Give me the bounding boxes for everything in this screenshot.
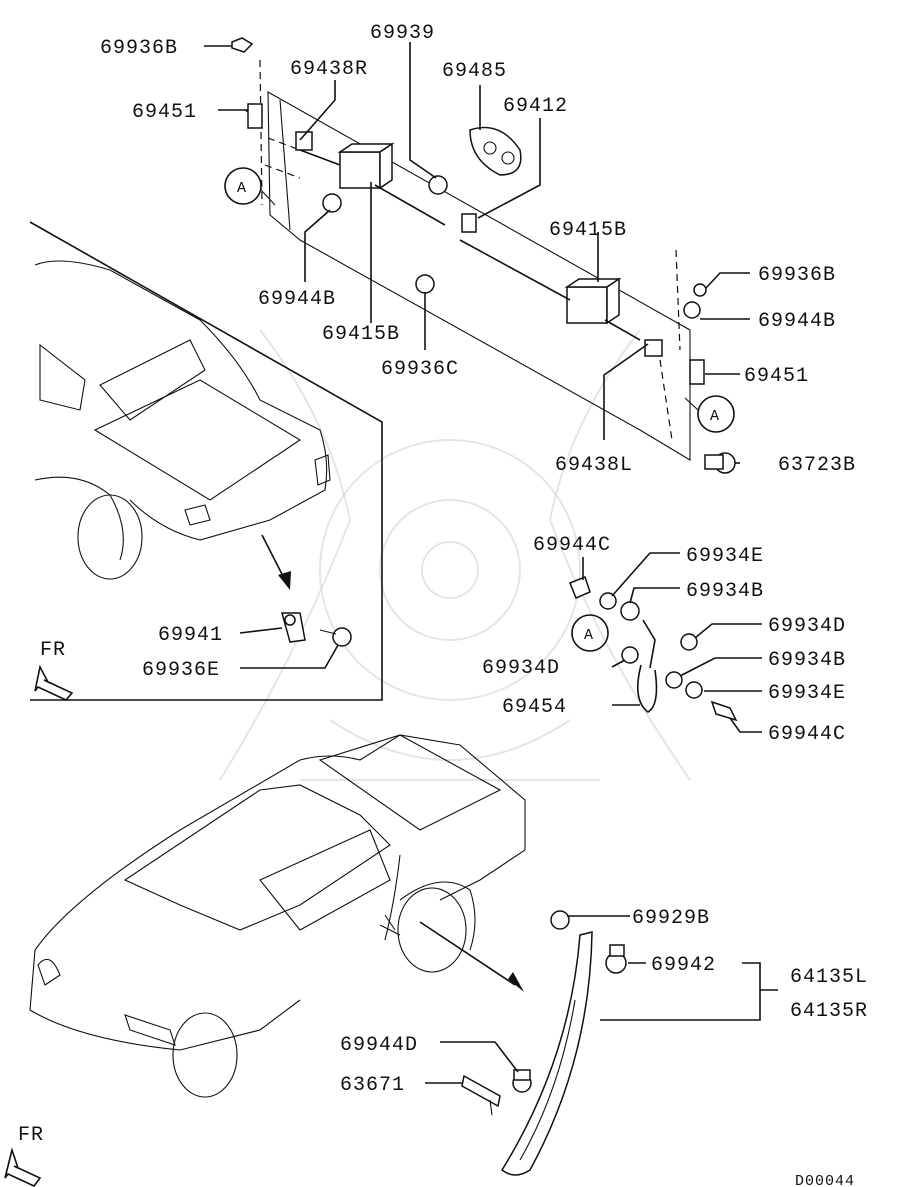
part-labels: 69936B 69438R 69939 69485 69412 69451 69… (18, 22, 868, 1187)
label-69934B-top: 69934B (686, 580, 764, 603)
label-69929B: 69929B (632, 907, 710, 930)
label-69936B-right: 69936B (758, 264, 836, 287)
callout-a-1-text: A (237, 180, 247, 197)
leader-lines-top (204, 42, 750, 464)
seal-hardware-group (569, 552, 762, 733)
label-63723B: 63723B (778, 454, 856, 477)
roof-lamp-assembly (231, 37, 736, 474)
callout-a-2: A (684, 395, 735, 433)
callout-a-2-text: A (710, 408, 720, 425)
callout-a-1: A (224, 167, 276, 206)
label-63671: 63671 (340, 1074, 405, 1097)
inset-rear-view (29, 221, 383, 701)
label-69451-left: 69451 (132, 101, 197, 124)
label-69936C: 69936C (381, 358, 459, 381)
label-69941: 69941 (158, 624, 223, 647)
label-69934B-right: 69934B (768, 649, 846, 672)
label-69451-right: 69451 (744, 365, 809, 388)
label-69942: 69942 (651, 954, 716, 977)
label-69944C-top: 69944C (533, 534, 611, 557)
label-69438L: 69438L (555, 454, 633, 477)
callout-a-3: A (571, 614, 609, 652)
callout-a-3-text: A (584, 627, 594, 644)
watermark-emblem (219, 329, 691, 781)
fr-label-bottom: FR (18, 1124, 44, 1147)
truck-illustration (29, 734, 526, 1098)
fr-arrow-inset (34, 664, 74, 701)
label-69936B-top: 69936B (100, 37, 178, 60)
label-69944D: 69944D (340, 1034, 418, 1057)
label-64135L: 64135L (790, 966, 868, 989)
label-69415B-left: 69415B (322, 323, 400, 346)
label-69936E: 69936E (142, 659, 220, 682)
label-69944C-bottom: 69944C (768, 723, 846, 746)
label-69438R: 69438R (290, 58, 368, 81)
label-69939: 69939 (370, 22, 435, 45)
label-69454: 69454 (502, 696, 567, 719)
fender-flare-group (425, 910, 778, 1176)
label-69944B-left: 69944B (258, 288, 336, 311)
label-69934E-right: 69934E (768, 682, 846, 705)
label-69944B-right: 69944B (758, 310, 836, 333)
label-69934E-top: 69934E (686, 545, 764, 568)
label-64135R: 64135R (790, 1000, 868, 1023)
label-69934D-left: 69934D (482, 657, 560, 680)
diagram-code: D00044 (795, 1173, 855, 1187)
label-69485: 69485 (442, 60, 507, 83)
label-69412: 69412 (503, 95, 568, 118)
fr-arrow-bottom (4, 1147, 42, 1187)
label-69415B-right: 69415B (549, 219, 627, 242)
fr-label-inset: FR (40, 639, 66, 662)
label-69934D-right: 69934D (768, 615, 846, 638)
